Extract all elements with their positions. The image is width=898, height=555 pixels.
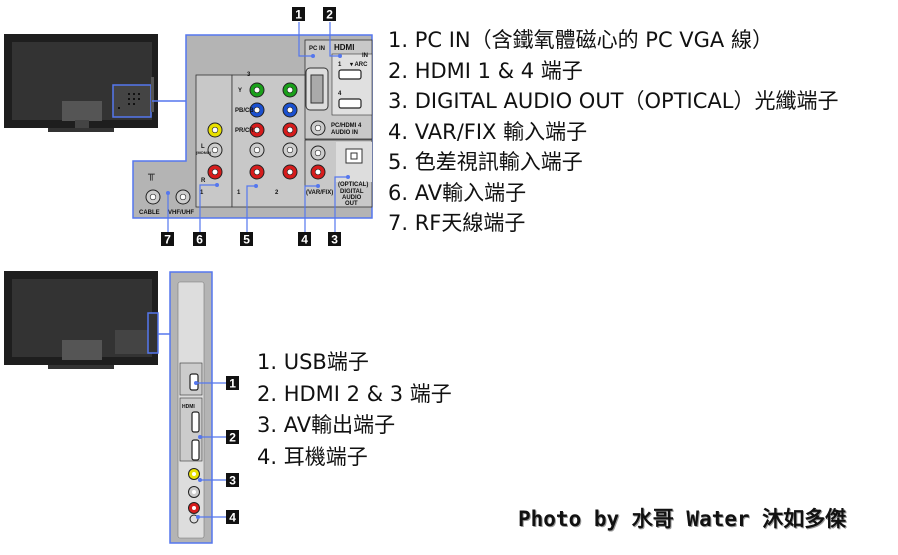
rca-jack [282,82,298,98]
side-panel: HDMI [169,271,213,544]
rear-panel-top: PC IN HDMI IN 1 ▾ ARC 4 PC/HDMI 4 AUDIO … [132,34,373,219]
hdmi-logo: HDMI [334,43,354,52]
cable-label: CABLE [139,210,160,216]
rca-jack [310,164,326,180]
bottom-connector-list: 1. USB端子 2. HDMI 2 & 3 端子 3. AV輸出端子 4. 耳… [257,347,452,473]
y-label: Y [238,88,242,94]
svg-text:4: 4 [229,511,236,525]
rca-jack [310,145,326,161]
svg-text:4: 4 [301,233,308,247]
callout-number-4: 4 [298,232,311,247]
hdmi1-label: 1 [338,62,342,68]
vhf-uhf-label: VHF/UHF [168,210,194,216]
av1-label: 1 [200,190,204,196]
rca-jack [249,142,265,158]
svg-text:HDMI: HDMI [182,404,195,410]
svg-text:6: 6 [196,233,203,247]
callout-number-5: 5 [240,232,253,247]
callout-number-7: 7 [161,232,174,247]
varfix-label: (VAR/FIX) [306,190,333,196]
svg-text:2: 2 [229,431,236,445]
audio-label: AUDIO [342,195,362,201]
rca-jack [207,164,223,180]
callout-number-6: 6 [193,232,206,247]
mono-label: (MONO) [196,150,212,155]
list-item: 2. HDMI 2 & 3 端子 [257,381,452,406]
rca-jack [207,122,223,138]
rca-jack [282,102,298,118]
list-item: 3. DIGITAL AUDIO OUT（OPTICAL）光纖端子 [388,89,839,113]
out-label: OUT [345,201,358,207]
pc-audio-label: PC/HDMI 4 [331,123,362,129]
hdmi-in-label: IN [362,53,368,59]
rca-jack [145,189,161,205]
tv-back-bottom [4,271,159,369]
svg-text:2: 2 [326,8,333,22]
callout-lines-top [167,22,348,232]
comp1-label: 1 [237,190,241,196]
comp2-label: 2 [275,190,279,196]
photo-credit: Photo by 水哥 Water 沐如多傑 [518,507,847,531]
callout-number-1: 1 [226,376,239,391]
svg-text:╥: ╥ [147,168,155,181]
svg-text:1: 1 [295,8,302,22]
l-label: L [201,144,205,150]
audio-in-label: AUDIO IN [331,130,358,136]
rca-jack [282,122,298,138]
svg-text:3: 3 [331,233,338,247]
rca-jack [249,164,265,180]
callout-lines-bottom [196,382,226,518]
optical-label: (OPTICAL) [338,182,368,188]
top-connector-list: 1. PC IN（含鐵氧體磁心的 PC VGA 線） 2. HDMI 1 & 4… [388,25,838,239]
list-item: 5. 色差視訊輸入端子 [388,150,583,174]
rca-jack [249,82,265,98]
svg-text:5: 5 [243,233,250,247]
svg-text:7: 7 [164,233,171,247]
arc-label: ▾ ARC [349,62,368,68]
rca-jack [207,142,223,158]
rca-jack [310,120,326,136]
pr-label: PR/CR [235,128,254,134]
list-item: 1. PC IN（含鐵氧體磁心的 PC VGA 線） [388,28,773,52]
rca-jack [282,142,298,158]
list-item: 1. USB端子 [257,350,369,374]
svg-text:1: 1 [229,377,236,391]
list-item: 3. AV輸出端子 [257,413,396,437]
list-item: 6. AV輸入端子 [388,180,527,205]
hdmi4-label: 4 [338,91,342,97]
list-item: 4. 耳機端子 [257,444,368,469]
callout-number-4: 4 [226,510,239,525]
list-item: 7. RF天線端子 [388,211,526,235]
digital-label: DIGITAL [340,189,364,195]
callout-number-3: 3 [328,232,341,247]
callout-number-2: 2 [323,7,336,22]
pc-in-label: PC IN [309,46,325,52]
list-item: 4. VAR/FIX 輸入端子 [388,119,588,144]
pb-label: PB/CB [235,108,254,114]
tv-back-top [4,34,158,132]
comp3-label: 3 [247,72,251,78]
r-label: R [201,178,206,184]
rca-jack [282,164,298,180]
rca-jack [249,102,265,118]
callout-number-1: 1 [292,7,305,22]
rca-jack [175,189,191,205]
svg-text:3: 3 [229,474,236,488]
callout-number-3: 3 [226,473,239,488]
list-item: 2. HDMI 1 & 4 端子 [388,58,583,83]
rca-jack [249,122,265,138]
callout-number-2: 2 [226,430,239,445]
